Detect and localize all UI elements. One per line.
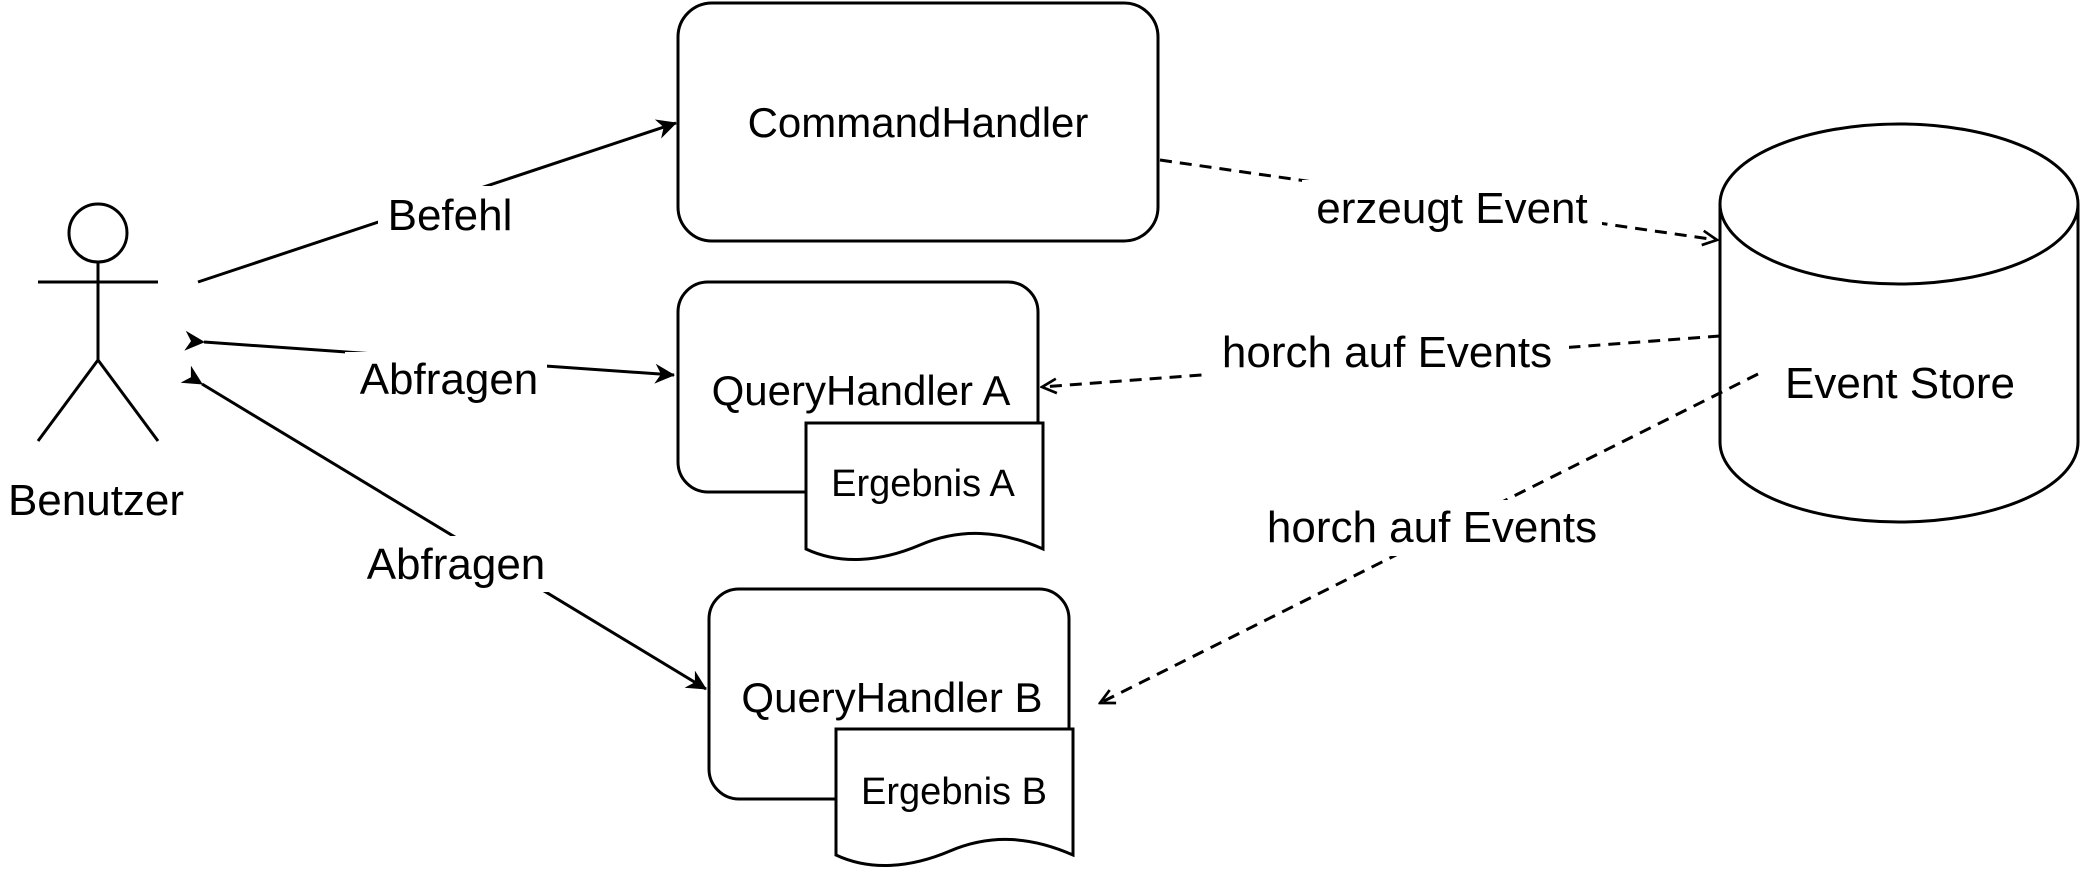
command-handler-label: CommandHandler (748, 99, 1089, 146)
command-handler-node: CommandHandler (676, 1, 1160, 243)
event-store-node (1718, 122, 2080, 524)
actor-head (67, 202, 129, 264)
actor-left-leg (36, 359, 100, 442)
command-handler-box (676, 1, 1160, 243)
edge-abfragen-a-label: Abfragen (360, 355, 539, 404)
edge-befehl-label: Befehl (388, 191, 513, 240)
query-handler-b-label: QueryHandler B (741, 674, 1042, 721)
edge-befehl-label-bg (378, 186, 522, 242)
edge-horch-a-line (1042, 334, 1721, 387)
edge-horch-a: horch auf Events (1042, 324, 1721, 387)
result-a-label: Ergebnis A (831, 463, 1015, 505)
event-store-body (1718, 204, 2080, 524)
edge-abfragen-b-label: Abfragen (367, 540, 546, 589)
edge-abfragen-b: Abfragen (180, 365, 707, 691)
query-handler-a-label: QueryHandler A (712, 367, 1011, 414)
edge-abfragen-a: Abfragen (184, 330, 675, 406)
result-b-shape (834, 727, 1075, 867)
edge-erzeugt-event: erzeugt Event (1159, 158, 1717, 240)
actor-benutzer (36, 202, 160, 442)
edge-horch-a-label: horch auf Events (1222, 328, 1552, 377)
edge-horch-b-label: horch auf Events (1267, 503, 1597, 552)
result-a-document: Ergebnis A (804, 421, 1045, 561)
result-b-label: Ergebnis B (861, 771, 1047, 813)
actor-right-leg (96, 359, 160, 442)
result-b-document: Ergebnis B (834, 727, 1075, 867)
edge-horch-b-label-bg (1250, 500, 1614, 556)
edge-abfragen-b-label-bg (352, 536, 554, 592)
result-a-shape (804, 421, 1045, 561)
edge-befehl: Befehl (197, 119, 677, 284)
event-store-label: Event Store (1785, 359, 2015, 408)
edge-erzeugt-event-label: erzeugt Event (1316, 184, 1588, 233)
edge-horch-b: horch auf Events (1100, 372, 1759, 703)
edge-erzeugt-event-label-bg (1302, 180, 1602, 236)
event-store-top (1718, 122, 2080, 286)
edge-horch-a-label-bg (1205, 324, 1569, 380)
actor-label: Benutzer (8, 476, 184, 525)
